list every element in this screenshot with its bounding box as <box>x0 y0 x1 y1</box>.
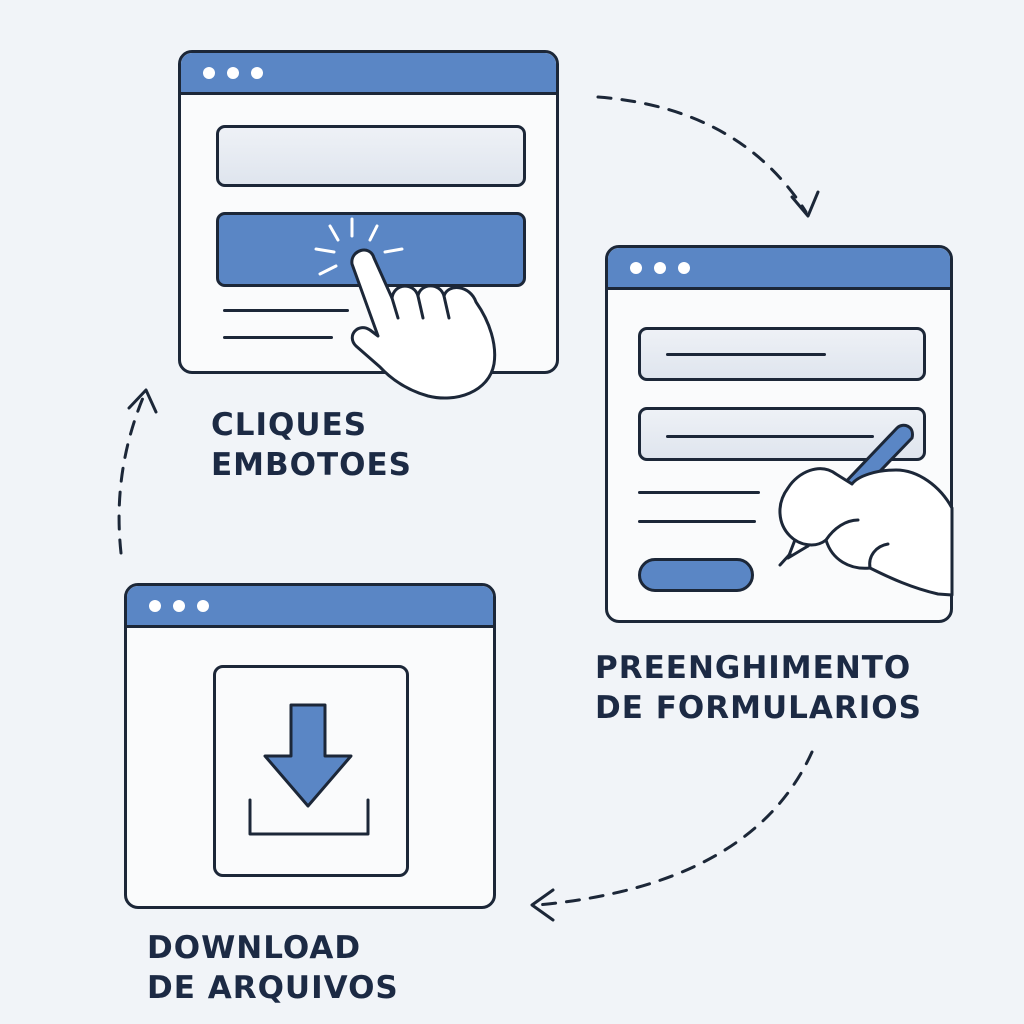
window-dot <box>251 67 263 79</box>
cycle-arrow-icon <box>596 95 808 214</box>
form-filling-window <box>605 245 953 623</box>
window-dot <box>678 262 690 274</box>
button-click-window <box>178 50 559 374</box>
window-dot <box>630 262 642 274</box>
window-dot <box>149 600 161 612</box>
caption-line: CLIQUES <box>211 407 368 443</box>
download-window <box>124 583 496 909</box>
text-line <box>638 520 756 523</box>
text-field <box>216 125 526 187</box>
submit-button[interactable] <box>638 558 754 592</box>
window-dot <box>654 262 666 274</box>
window-dot <box>227 67 239 79</box>
download-panel[interactable] <box>213 665 409 877</box>
text-line <box>223 336 333 339</box>
field-text-line <box>666 435 874 438</box>
step-caption-clicks: CLIQUES EMBOTOES <box>211 405 412 485</box>
caption-line: DE ARQUIVOS <box>147 970 399 1006</box>
window-titlebar <box>127 586 493 628</box>
window-dot <box>203 67 215 79</box>
action-button[interactable] <box>216 212 526 287</box>
window-dot <box>197 600 209 612</box>
caption-line: DOWNLOAD <box>147 930 362 966</box>
window-dot <box>173 600 185 612</box>
form-field[interactable] <box>638 327 926 381</box>
step-caption-download: DOWNLOAD DE ARQUIVOS <box>147 928 399 1008</box>
field-text-line <box>666 353 826 356</box>
cycle-arrow-icon <box>117 391 147 555</box>
cycle-arrow-icon <box>536 750 814 907</box>
window-titlebar <box>608 248 950 290</box>
caption-line: DE FORMULARIOS <box>595 690 922 726</box>
cycle-arrow-icon <box>530 888 555 922</box>
text-line <box>638 491 760 494</box>
cycle-arrow-icon <box>127 388 158 414</box>
text-line <box>223 309 349 312</box>
cycle-arrow-icon <box>790 190 820 218</box>
window-titlebar <box>181 53 556 95</box>
caption-line: PREENGHIMENTO <box>595 650 912 686</box>
caption-line: EMBOTOES <box>211 447 413 483</box>
step-caption-forms: PREENGHIMENTO DE FORMULARIOS <box>595 648 922 728</box>
form-field[interactable] <box>638 407 926 461</box>
